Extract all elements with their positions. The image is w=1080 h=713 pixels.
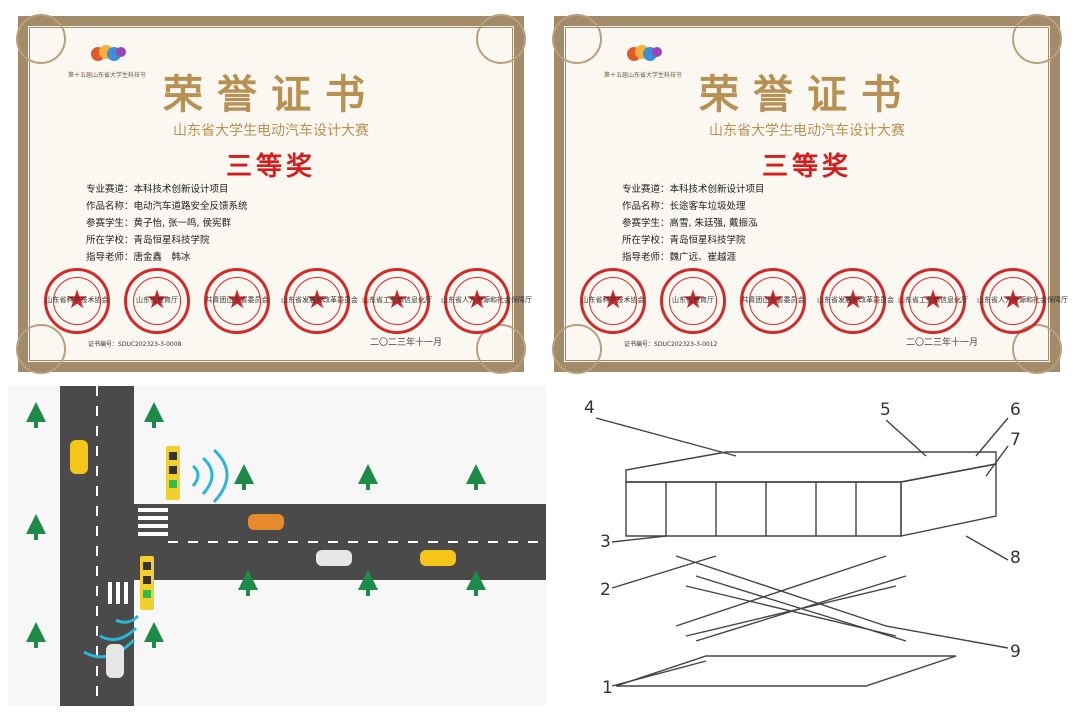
certificate-2: 第十五届山东省大学生科技节 荣誉证书 山东省大学生电动汽车设计大赛 三等奖 专业… xyxy=(552,14,1068,374)
prize-level: 三等奖 xyxy=(761,152,852,182)
scissor-lift-drawing xyxy=(595,417,1009,687)
car-icon xyxy=(70,440,88,474)
certificate-title: 荣誉证书 xyxy=(699,71,915,118)
certificate-date: 二〇二三年十一月 xyxy=(905,338,978,348)
part-label: 4 xyxy=(584,398,595,418)
field-track: 专业赛道：本科技术创新设计项目 xyxy=(622,184,765,195)
field-school: 所在学校：青岛恒星科技学院 xyxy=(622,235,746,246)
part-label: 6 xyxy=(1010,400,1021,420)
seal-row: ★山东省科学技术协会 ★山东省教育厅 ★共青团山东省委员会 ★山东省发展和改革委… xyxy=(580,268,1068,334)
science-festival-logo-icon xyxy=(627,45,662,61)
ornament-corner xyxy=(552,324,602,374)
seal-row: ★山东省科学技术协会 ★山东省教育厅 ★共青团山东省委员会 ★山东省发展和改革委… xyxy=(44,268,532,334)
star-icon: ★ xyxy=(145,285,169,315)
certificate-date: 二〇二三年十一月 xyxy=(369,338,442,348)
seal-stamp: ★山东省工业和信息化厅 xyxy=(898,268,968,334)
field-students: 参赛学生：黄子怡, 张一鸣, 侯宪群 xyxy=(86,218,232,229)
seal-stamp: ★山东省教育厅 xyxy=(124,268,190,334)
traffic-intersection-illustration xyxy=(8,386,546,706)
part-label: 1 xyxy=(602,678,613,698)
car-icon xyxy=(106,644,124,678)
part-label: 5 xyxy=(880,400,891,420)
part-label: 7 xyxy=(1010,430,1021,450)
logo-caption: 第十五届山东省大学生科技节 xyxy=(604,72,683,79)
car-icon xyxy=(420,550,456,566)
certificate-number: 证书编号：SDUC202323-3-0012 xyxy=(624,341,718,348)
seal-stamp: ★山东省科学技术协会 xyxy=(44,268,110,334)
star-icon: ★ xyxy=(1001,285,1025,315)
star-icon: ★ xyxy=(921,285,945,315)
crosswalk xyxy=(108,582,128,604)
contest-name: 山东省大学生电动汽车设计大赛 xyxy=(173,123,369,139)
part-label: 3 xyxy=(600,532,611,552)
contest-name: 山东省大学生电动汽车设计大赛 xyxy=(709,123,905,139)
certificate-1: 第十五届山东省大学生科技节 荣誉证书 山东省大学生电动汽车设计大赛 三等奖 专业… xyxy=(16,14,532,374)
ornament-corner xyxy=(16,324,66,374)
star-icon: ★ xyxy=(681,285,705,315)
science-festival-logo-icon xyxy=(91,45,126,61)
part-label: 8 xyxy=(1010,548,1021,568)
certificate-fields: 专业赛道：本科技术创新设计项目 作品名称：长途客车垃圾处理 参赛学生：高雪, 朱… xyxy=(622,181,765,266)
certificate-fields: 专业赛道：本科技术创新设计项目 作品名称：电动汽车道路安全反馈系统 参赛学生：黄… xyxy=(86,181,248,266)
signal-wave-icon xyxy=(191,448,229,504)
field-advisors: 指导老师：唐金鑫 韩冰 xyxy=(86,252,191,263)
car-icon xyxy=(248,514,284,530)
car-icon xyxy=(316,550,352,566)
ornament-corner xyxy=(1012,14,1062,64)
star-icon: ★ xyxy=(225,285,249,315)
star-icon: ★ xyxy=(65,285,89,315)
star-icon: ★ xyxy=(305,285,329,315)
field-advisors: 指导老师：魏广远、崔越涯 xyxy=(622,252,737,263)
field-work-name: 作品名称：长途客车垃圾处理 xyxy=(622,201,746,212)
field-track: 专业赛道：本科技术创新设计项目 xyxy=(86,184,229,195)
part-label: 2 xyxy=(600,580,611,600)
seal-stamp: ★山东省教育厅 xyxy=(660,268,726,334)
ornament-corner xyxy=(476,14,526,64)
star-icon: ★ xyxy=(601,285,625,315)
certificate-frame: 第十五届山东省大学生科技节 荣誉证书 山东省大学生电动汽车设计大赛 三等奖 专业… xyxy=(16,14,532,374)
part-label: 9 xyxy=(1010,642,1021,662)
crosswalk xyxy=(138,508,168,536)
seal-stamp: ★山东省科学技术协会 xyxy=(580,268,646,334)
seal-stamp: ★山东省人力资源和社会保障厅 xyxy=(977,268,1068,334)
field-school: 所在学校：青岛恒星科技学院 xyxy=(86,235,210,246)
star-icon: ★ xyxy=(841,285,865,315)
certificate-frame: 第十五届山东省大学生科技节 荣誉证书 山东省大学生电动汽车设计大赛 三等奖 专业… xyxy=(552,14,1068,374)
prize-level: 三等奖 xyxy=(225,152,316,182)
certificate-number: 证书编号：SDUC202323-3-0008 xyxy=(88,341,182,348)
seal-stamp: ★山东省人力资源和社会保障厅 xyxy=(441,268,532,334)
ornament-corner xyxy=(16,14,66,64)
scissor-lift-diagram: 4 5 6 7 8 9 3 2 1 xyxy=(556,386,1076,706)
logo-caption: 第十五届山东省大学生科技节 xyxy=(68,72,147,79)
star-icon: ★ xyxy=(385,285,409,315)
seal-stamp: ★山东省发展和改革委员会 xyxy=(281,268,358,334)
field-students: 参赛学生：高雪, 朱廷强, 戴振泓 xyxy=(622,218,758,229)
ornament-corner xyxy=(552,14,602,64)
ornament-corner xyxy=(476,324,526,374)
field-work-name: 作品名称：电动汽车道路安全反馈系统 xyxy=(86,201,248,212)
seal-stamp: ★山东省工业和信息化厅 xyxy=(362,268,432,334)
ornament-corner xyxy=(1012,324,1062,374)
seal-stamp: ★共青团山东省委员会 xyxy=(204,268,270,334)
certificate-title: 荣誉证书 xyxy=(163,71,379,118)
star-icon: ★ xyxy=(465,285,489,315)
star-icon: ★ xyxy=(761,285,785,315)
seal-stamp: ★共青团山东省委员会 xyxy=(740,268,806,334)
seal-stamp: ★山东省发展和改革委员会 xyxy=(817,268,894,334)
tree-icon xyxy=(26,402,486,648)
